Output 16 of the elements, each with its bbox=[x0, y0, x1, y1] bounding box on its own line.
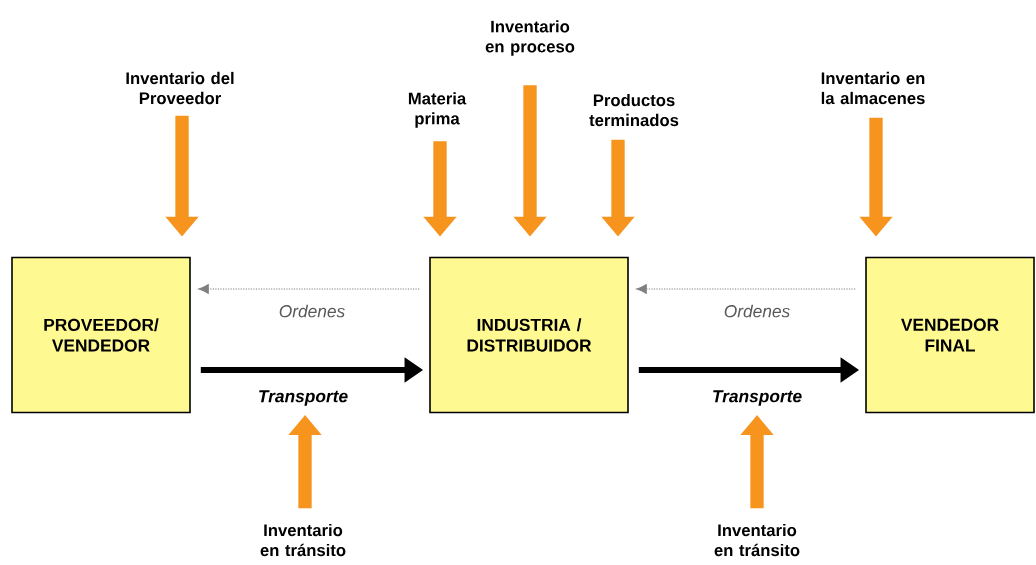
inventory-label: Inventario en proceso bbox=[485, 20, 575, 56]
process-box: VENDEDOR FINAL bbox=[865, 256, 1035, 414]
edge-label: Transporte bbox=[710, 388, 804, 408]
dotted-arrow bbox=[198, 284, 420, 294]
process-box: INDUSTRIA / DISTRIBUIDOR bbox=[429, 256, 629, 414]
inventory-label: Materia prima bbox=[408, 92, 467, 128]
inventory-label: Productos terminados bbox=[589, 93, 679, 127]
dotted-arrow bbox=[636, 284, 856, 294]
process-box: PROVEEDOR/ VENDEDOR bbox=[11, 256, 191, 414]
inventory-label: Inventario en la almacenes bbox=[821, 71, 925, 105]
inventory-label: Inventario en tránsito bbox=[714, 523, 800, 557]
edge-label: Ordenes bbox=[277, 303, 347, 319]
inventory-label: Inventario en tránsito bbox=[260, 523, 346, 557]
edge-label: Ordenes bbox=[722, 303, 792, 319]
edge-label: Transporte bbox=[256, 388, 350, 408]
inventory-label: Inventario del Proveedor bbox=[126, 71, 234, 105]
